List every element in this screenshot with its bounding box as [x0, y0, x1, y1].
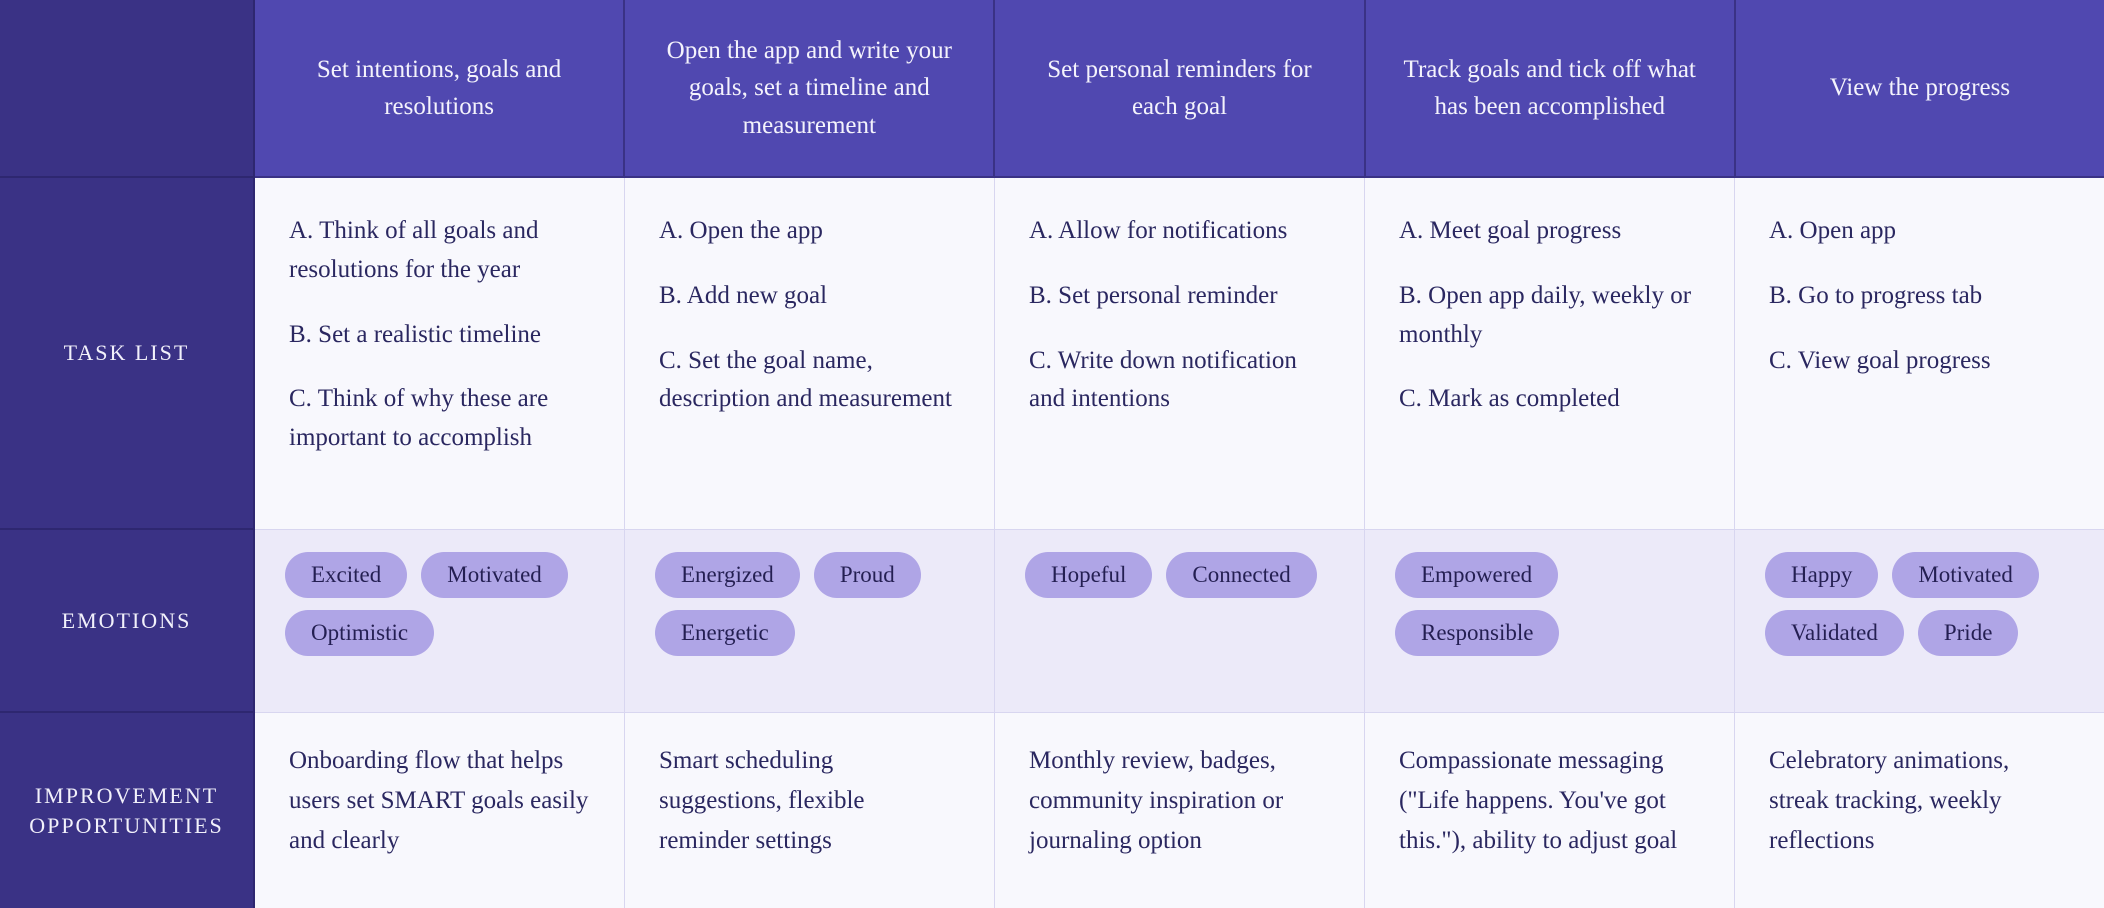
- emotion-pill: Pride: [1917, 610, 2019, 656]
- task-item: B. Set a realistic timeline: [289, 320, 542, 348]
- task-cell-5: A. Open app B. Go to progress tab C. Vie…: [1735, 178, 2104, 530]
- emotion-pill: Empowered: [1395, 552, 1559, 598]
- header-row: Set intentions, goals and resolutions Op…: [0, 0, 2104, 178]
- improvement-cell-2: Smart scheduling suggestions, flexible r…: [625, 713, 995, 908]
- task-item: B. Open app daily, weekly or monthly: [1399, 281, 1692, 348]
- improvement-cell-1: Onboarding flow that helps users set SMA…: [255, 713, 625, 908]
- corner-cell: [0, 0, 255, 178]
- task-item: B. Add new goal: [659, 281, 828, 309]
- task-item: A. Open the app: [659, 217, 823, 244]
- task-item: C. Set the goal name, description and me…: [659, 346, 952, 413]
- emotion-cell-5: Happy Motivated Validated Pride: [1735, 530, 2104, 713]
- emotions-row: EMOTIONS Excited Motivated Optimistic En…: [0, 530, 2104, 713]
- stage-header-3: Set personal reminders for each goal: [995, 0, 1366, 178]
- improvement-cell-3: Monthly review, badges, community inspir…: [995, 713, 1365, 908]
- task-item: C. Mark as completed: [1399, 385, 1620, 413]
- emotion-pill: Motivated: [421, 552, 568, 598]
- stage-header-4: Track goals and tick off what has been a…: [1365, 0, 1736, 178]
- task-cell-1: A. Think of all goals and resolutions fo…: [255, 178, 625, 530]
- emotion-pill: Hopeful: [1025, 552, 1153, 598]
- emotion-pill: Energized: [655, 552, 800, 598]
- emotion-pill: Motivated: [1892, 552, 2039, 598]
- emotion-cell-2: Energized Proud Energetic: [625, 530, 995, 713]
- emotion-cell-4: Empowered Responsible: [1365, 530, 1735, 713]
- emotion-pill: Validated: [1765, 610, 1904, 656]
- row-label-improvement-opportunities: IMPROVEMENT OPPORTUNITIES: [0, 713, 255, 908]
- emotion-cell-3: Hopeful Connected: [995, 530, 1365, 713]
- task-item: A. Meet goal progress: [1399, 217, 1622, 244]
- emotion-cell-1: Excited Motivated Optimistic: [255, 530, 625, 713]
- task-cell-3: A. Allow for notifications B. Set person…: [995, 178, 1365, 530]
- emotion-pill: Responsible: [1395, 610, 1560, 656]
- improvement-cell-5: Celebratory animations, streak tracking,…: [1735, 713, 2104, 908]
- task-item: C. Think of why these are important to a…: [289, 385, 549, 451]
- task-item: C. View goal progress: [1769, 346, 1991, 374]
- row-label-emotions: EMOTIONS: [0, 530, 255, 713]
- stage-header-1: Set intentions, goals and resolutions: [255, 0, 626, 178]
- improvement-cell-4: Compassionate messaging ("Life happens. …: [1365, 713, 1735, 908]
- task-item: A. Think of all goals and resolutions fo…: [289, 217, 539, 283]
- task-item: B. Set personal reminder: [1029, 281, 1278, 309]
- improvement-opportunities-row: IMPROVEMENT OPPORTUNITIES Onboarding flo…: [0, 713, 2104, 908]
- task-list-row: TASK LIST A. Think of all goals and reso…: [0, 178, 2104, 530]
- task-item: C. Write down notification and intention…: [1029, 346, 1297, 413]
- row-label-task-list: TASK LIST: [0, 178, 255, 530]
- stage-header-2: Open the app and write your goals, set a…: [625, 0, 996, 178]
- task-item: B. Go to progress tab: [1769, 281, 1983, 309]
- task-cell-4: A. Meet goal progress B. Open app daily,…: [1365, 178, 1735, 530]
- emotion-pill: Connected: [1166, 552, 1317, 598]
- task-cell-2: A. Open the app B. Add new goal C. Set t…: [625, 178, 995, 530]
- emotion-pill: Energetic: [655, 610, 795, 656]
- emotion-pill: Happy: [1765, 552, 1879, 598]
- task-item: A. Open app: [1769, 217, 1897, 244]
- stage-header-5: View the progress: [1735, 0, 2104, 178]
- task-item: A. Allow for notifications: [1029, 217, 1288, 244]
- emotion-pill: Proud: [813, 552, 921, 598]
- emotion-pill: Optimistic: [285, 610, 435, 656]
- emotion-pill: Excited: [285, 552, 408, 598]
